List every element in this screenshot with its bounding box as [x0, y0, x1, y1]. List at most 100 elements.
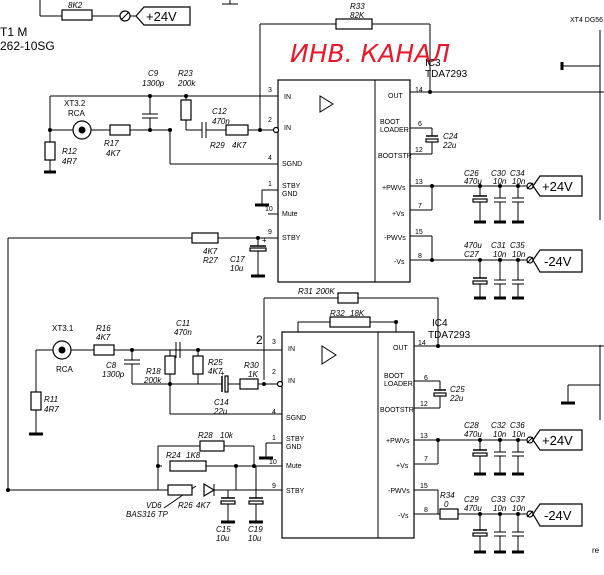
lower-channel: IC4 TDA7293 2 IN IN SGND STBY GND Mute S…	[6, 287, 604, 555]
c31-ref: C31	[491, 241, 506, 250]
ic4-name: TDA7293	[428, 330, 471, 341]
ic4-pin-number-4: 4	[272, 409, 276, 416]
upper-pos-rail-label: +24V	[542, 179, 573, 194]
r28-value: 10k	[220, 431, 234, 440]
ic3-pin-stby-gnd-1: STBY	[282, 183, 301, 190]
resistor-r26	[167, 484, 193, 496]
ic4-opamp-symbol	[321, 345, 337, 365]
rca-jack-lower-center	[58, 346, 66, 354]
r11-ref: R11	[44, 395, 58, 404]
ic3-pin-number-14: 14	[415, 87, 423, 94]
ic3-pin-number-6: 6	[418, 121, 422, 128]
r32-ref: R32	[330, 309, 345, 318]
resistor-r27	[191, 232, 219, 244]
c30-value: 10n	[493, 177, 507, 186]
c36-value: 10n	[512, 430, 526, 439]
corner-text: re	[592, 546, 600, 555]
ic4-pin-vs: +Vs	[396, 463, 409, 470]
resistor-r34	[439, 508, 459, 520]
xt31-ref: XT3.1	[52, 324, 74, 333]
c36-ref: C36	[510, 421, 525, 430]
ic3-pin-number-3: 3	[268, 87, 272, 94]
ic4-pin-number-9: 9	[272, 483, 276, 490]
c37-value: 10n	[512, 504, 526, 513]
r23-value: 200k	[177, 79, 196, 88]
capacitor-c15	[220, 500, 236, 505]
r30-value: 1K	[248, 370, 258, 379]
r16-value: 4K7	[96, 333, 111, 342]
ic4-pin-number-1: 1	[272, 435, 276, 442]
upper-neg-caps: 470u C27 C31 10n C35 10n	[464, 241, 526, 300]
lower-neg-caps: C29 470u C33 10n C37 10n	[464, 495, 526, 554]
c11-ref: C11	[176, 319, 190, 328]
c12-ref: C12	[212, 107, 227, 116]
diode-vd6	[203, 482, 216, 498]
ic3-pin-boot-1: BOOT	[380, 119, 401, 126]
r29-ref: R29	[210, 141, 225, 150]
svg-text:+: +	[220, 369, 225, 378]
upper-neg-rail-label: -24V	[544, 254, 572, 269]
resistor-8k2-value: 8K2	[68, 1, 83, 10]
ic3-pin-out: OUT	[388, 93, 404, 100]
ic3-pin-stby-gnd-2: GND	[282, 191, 298, 198]
c34-value: 10n	[512, 177, 526, 186]
ic4-pin-stby: STBY	[286, 488, 305, 495]
r33-value: 82K	[350, 11, 365, 20]
ic3-pin-nvs: -Vs	[394, 259, 405, 266]
c34-ref: C34	[510, 169, 525, 178]
resistor-r25	[192, 355, 204, 375]
ic3-pin-bootstr: BOOTSTR	[378, 153, 412, 160]
ic4-pin-boot-1: BOOT	[384, 373, 405, 380]
ic4-pin-number-12: 12	[420, 401, 428, 408]
ic4-pin-number-8: 8	[424, 507, 428, 514]
c29-value: 470u	[464, 504, 482, 513]
vd6-value: BAS316 TP	[126, 510, 168, 519]
c29-ref: C29	[464, 495, 479, 504]
r25-ref: R25	[208, 358, 223, 367]
capacitor-c19	[248, 500, 264, 505]
r27-value: 4K7	[203, 247, 218, 256]
ic4-pin-number-7: 7	[424, 456, 428, 463]
lower-marker-2: 2	[256, 333, 263, 347]
c8-value: 1300p	[102, 370, 125, 379]
ic3-pin-number-2: 2	[268, 117, 272, 124]
ic4-pin-nvs: -Vs	[398, 513, 409, 520]
upper-neg-rail-flag	[532, 249, 583, 273]
c26-value: 470u	[464, 177, 482, 186]
r16-ref: R16	[96, 324, 111, 333]
c9-ref: C9	[148, 69, 159, 78]
ic4-pin-number-10: 10	[269, 459, 277, 466]
c32-value: 10n	[493, 430, 507, 439]
rail-flag-top	[135, 6, 191, 26]
r34-value: 0	[444, 500, 449, 509]
lower-neg-rail-flag	[532, 503, 583, 527]
c14-ref: C14	[214, 398, 229, 407]
handwritten-annotation: ИНВ. КАНАЛ	[290, 39, 450, 68]
resistor-r30	[239, 378, 259, 390]
upper-channel: IC3 TDA7293 IN IN SGND STBY GND Mute STB…	[7, 58, 604, 490]
ic3-pin-number-10: 10	[265, 206, 273, 213]
top-area: T1 M 262-10SG XT4 DG56 8K2 +24V R33 82K	[0, 0, 603, 420]
svg-text:+: +	[262, 236, 267, 245]
c33-value: 10n	[493, 504, 507, 513]
r27-ref: R27	[203, 256, 218, 265]
r17-value: 4K7	[106, 149, 121, 158]
r24-value: 1K8	[186, 451, 201, 460]
ic4-pin-number-2: 2	[272, 369, 276, 376]
ic3-pin-number-13: 13	[415, 179, 423, 186]
r33-ref: R33	[350, 2, 365, 11]
r23-ref: R23	[178, 69, 193, 78]
r26-ref: R26	[178, 501, 193, 510]
ic4-pin-mute: Mute	[286, 463, 302, 470]
ic3-opamp-symbol	[319, 95, 334, 113]
r31-value: 200K	[315, 287, 335, 296]
ic4-pin-number-3: 3	[272, 339, 276, 346]
c35-ref: C35	[510, 241, 525, 250]
header-label-1: T1 M	[0, 25, 27, 39]
c12-value: 470n	[212, 117, 230, 126]
c15-ref: C15	[216, 525, 231, 534]
resistor-r23	[180, 99, 192, 121]
capacitor-c17	[249, 247, 267, 252]
r32-value: 18K	[350, 309, 365, 318]
upper-pos-caps: C26 470u C30 10n C34 10n	[464, 169, 526, 224]
